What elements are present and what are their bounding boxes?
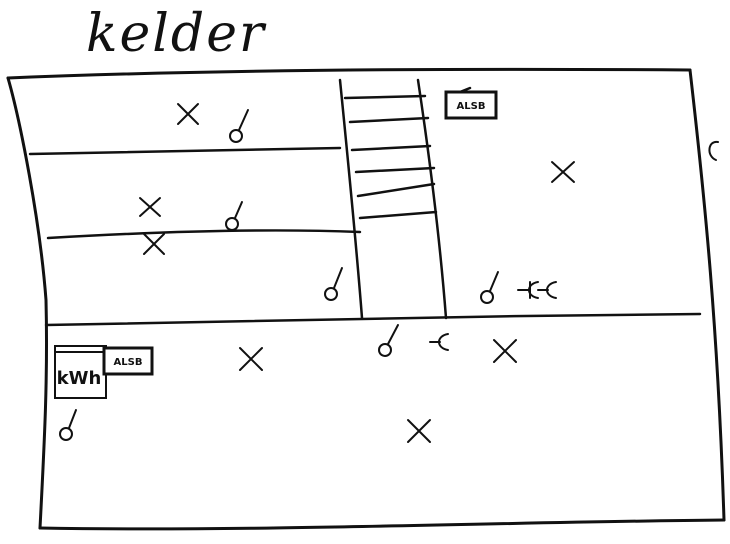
alsb-box-top: ALSB [444,90,498,120]
switch-icon [480,271,499,304]
sockets [429,281,557,351]
socket-icon [429,333,449,351]
kwh-label: kWh [57,368,102,389]
switch-icon [324,267,343,301]
stairs [343,94,438,220]
light-point-x-icon [551,161,575,183]
socket-icon [517,281,557,299]
light-point-x-icon [177,103,199,125]
switches [59,109,719,441]
kwh-meter-box: kWh [54,345,107,399]
switch-icon [378,324,399,357]
alsb-top-label: ALSB [457,101,486,112]
alsb-box-bottom: ALSB [102,346,154,376]
light-point-x-icon [143,233,165,255]
outer-walls [6,67,726,531]
light-point-x-icon [407,419,431,443]
light-point-x-icon [239,347,263,371]
light-points [139,103,575,443]
light-point-x-icon [493,339,517,363]
diagram-title: kelder [86,4,266,64]
light-point-x-icon [139,197,161,217]
interior-walls [28,78,702,327]
switch-icon [59,409,77,441]
alsb-bottom-label: ALSB [114,357,143,368]
switch-icon [229,109,249,143]
switch-icon [225,201,243,231]
edge-symbol-fragment [708,140,719,161]
